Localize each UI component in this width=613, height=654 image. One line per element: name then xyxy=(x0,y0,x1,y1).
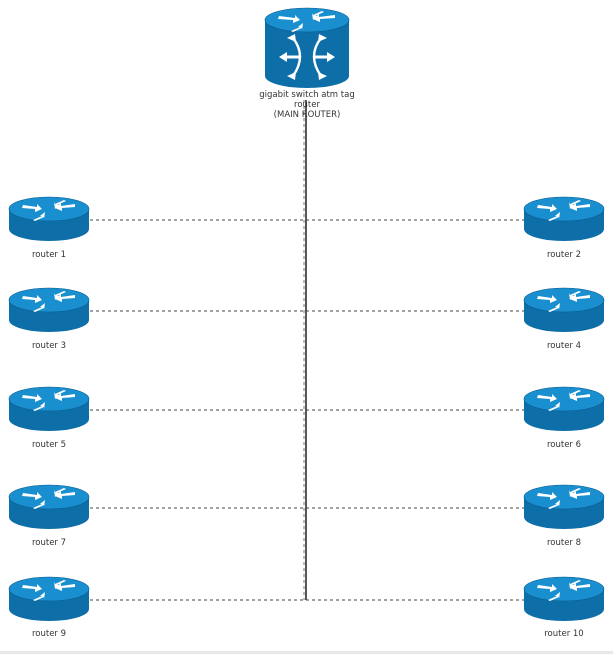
router-7-label: router 7 xyxy=(31,538,67,548)
main-router-label: gigabit switch atm tag router (MAIN ROUT… xyxy=(246,90,368,120)
router-9-icon[interactable] xyxy=(8,576,90,622)
router-3-icon[interactable] xyxy=(8,287,90,333)
main-router-icon[interactable] xyxy=(264,7,350,88)
router-8-icon[interactable] xyxy=(523,484,605,530)
router-6-icon[interactable] xyxy=(523,386,605,432)
router-3-label: router 3 xyxy=(31,341,67,351)
router-1-icon[interactable] xyxy=(8,196,90,242)
router-7-icon[interactable] xyxy=(8,484,90,530)
router-4-label: router 4 xyxy=(546,341,582,351)
router-10-label: router 10 xyxy=(544,629,584,639)
main-router-label-line3: (MAIN ROUTER) xyxy=(273,110,341,120)
router-5-icon[interactable] xyxy=(8,386,90,432)
main-router-label-line1: gigabit switch atm tag xyxy=(259,90,355,100)
router-6-label: router 6 xyxy=(546,440,582,450)
main-router-label-line2: router xyxy=(294,100,320,110)
router-10-icon[interactable] xyxy=(523,576,605,622)
router-5-label: router 5 xyxy=(31,440,67,450)
router-8-label: router 8 xyxy=(546,538,582,548)
router-9-label: router 9 xyxy=(31,629,67,639)
canvas-bottom-border xyxy=(0,651,613,654)
router-2-label: router 2 xyxy=(546,250,582,260)
router-4-icon[interactable] xyxy=(523,287,605,333)
router-1-label: router 1 xyxy=(31,250,67,260)
router-2-icon[interactable] xyxy=(523,196,605,242)
